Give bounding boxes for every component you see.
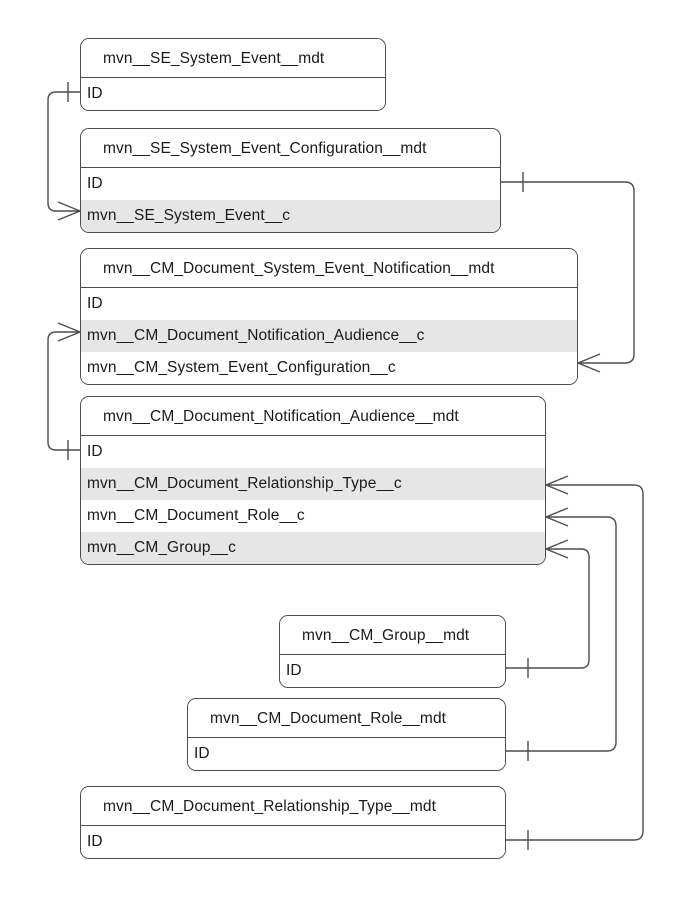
entity-title: mvn__CM_Document_Role__mdt <box>188 699 505 738</box>
entity-document-system-event-notification[interactable]: mvn__CM_Document_System_Event_Notificati… <box>80 248 578 385</box>
entity-field-row[interactable]: ID <box>81 288 577 320</box>
entity-field-list: ID <box>280 655 505 687</box>
entity-field-row[interactable]: ID <box>81 168 500 200</box>
entity-field-list: ID mvn__CM_Document_Relationship_Type__c… <box>81 436 545 564</box>
entity-field-list: ID mvn__SE_System_Event__c <box>81 168 500 232</box>
entity-document-notification-audience[interactable]: mvn__CM_Document_Notification_Audience__… <box>80 396 546 565</box>
entity-field-row[interactable]: ID <box>81 78 385 110</box>
entity-field-list: ID <box>188 738 505 770</box>
crowsfoot-upper <box>545 539 569 550</box>
entity-title: mvn__CM_Document_Notification_Audience__… <box>81 397 545 436</box>
entity-group[interactable]: mvn__CM_Group__mdt ID <box>279 615 506 688</box>
entity-field-row[interactable]: ID <box>81 436 545 468</box>
crowsfoot-lower <box>57 210 81 221</box>
entity-field-row[interactable]: ID <box>280 655 505 687</box>
entity-title: mvn__CM_Document_Relationship_Type__mdt <box>81 787 505 826</box>
entity-field-row[interactable]: mvn__CM_Group__c <box>81 532 545 564</box>
entity-title: mvn__SE_System_Event__mdt <box>81 39 385 78</box>
crowsfoot-upper <box>545 475 569 486</box>
entity-title: mvn__SE_System_Event_Configuration__mdt <box>81 129 500 168</box>
crowsfoot-upper <box>577 353 601 364</box>
entity-field-list: ID <box>81 826 505 858</box>
connector-notification-audience <box>47 322 81 460</box>
entity-field-row[interactable]: mvn__CM_Document_Role__c <box>81 500 545 532</box>
entity-title: mvn__CM_Group__mdt <box>280 616 505 655</box>
crowsfoot-upper <box>545 507 569 518</box>
entity-field-list: ID mvn__CM_Document_Notification_Audienc… <box>81 288 577 384</box>
crowsfoot-lower <box>545 548 569 559</box>
entity-field-row[interactable]: mvn__CM_System_Event_Configuration__c <box>81 352 577 384</box>
entity-field-list: ID <box>81 78 385 110</box>
entity-field-row[interactable]: ID <box>81 826 505 858</box>
entity-title: mvn__CM_Document_System_Event_Notificati… <box>81 249 577 288</box>
entity-field-row[interactable]: mvn__CM_Document_Relationship_Type__c <box>81 468 545 500</box>
entity-document-relationship-type[interactable]: mvn__CM_Document_Relationship_Type__mdt … <box>80 786 506 859</box>
entity-system-event-configuration[interactable]: mvn__SE_System_Event_Configuration__mdt … <box>80 128 501 233</box>
entity-field-row[interactable]: mvn__SE_System_Event__c <box>81 200 500 232</box>
entity-document-role[interactable]: mvn__CM_Document_Role__mdt ID <box>187 698 506 771</box>
entity-field-row[interactable]: mvn__CM_Document_Notification_Audience__… <box>81 320 577 352</box>
crowsfoot-lower <box>577 362 601 373</box>
crowsfoot-upper <box>57 201 81 212</box>
crowsfoot-lower <box>545 516 569 527</box>
crowsfoot-upper <box>57 322 81 333</box>
crowsfoot-lower <box>57 331 81 342</box>
entity-field-row[interactable]: ID <box>188 738 505 770</box>
connector-system-event <box>47 82 81 221</box>
entity-system-event[interactable]: mvn__SE_System_Event__mdt ID <box>80 38 386 111</box>
crowsfoot-lower <box>545 484 569 495</box>
